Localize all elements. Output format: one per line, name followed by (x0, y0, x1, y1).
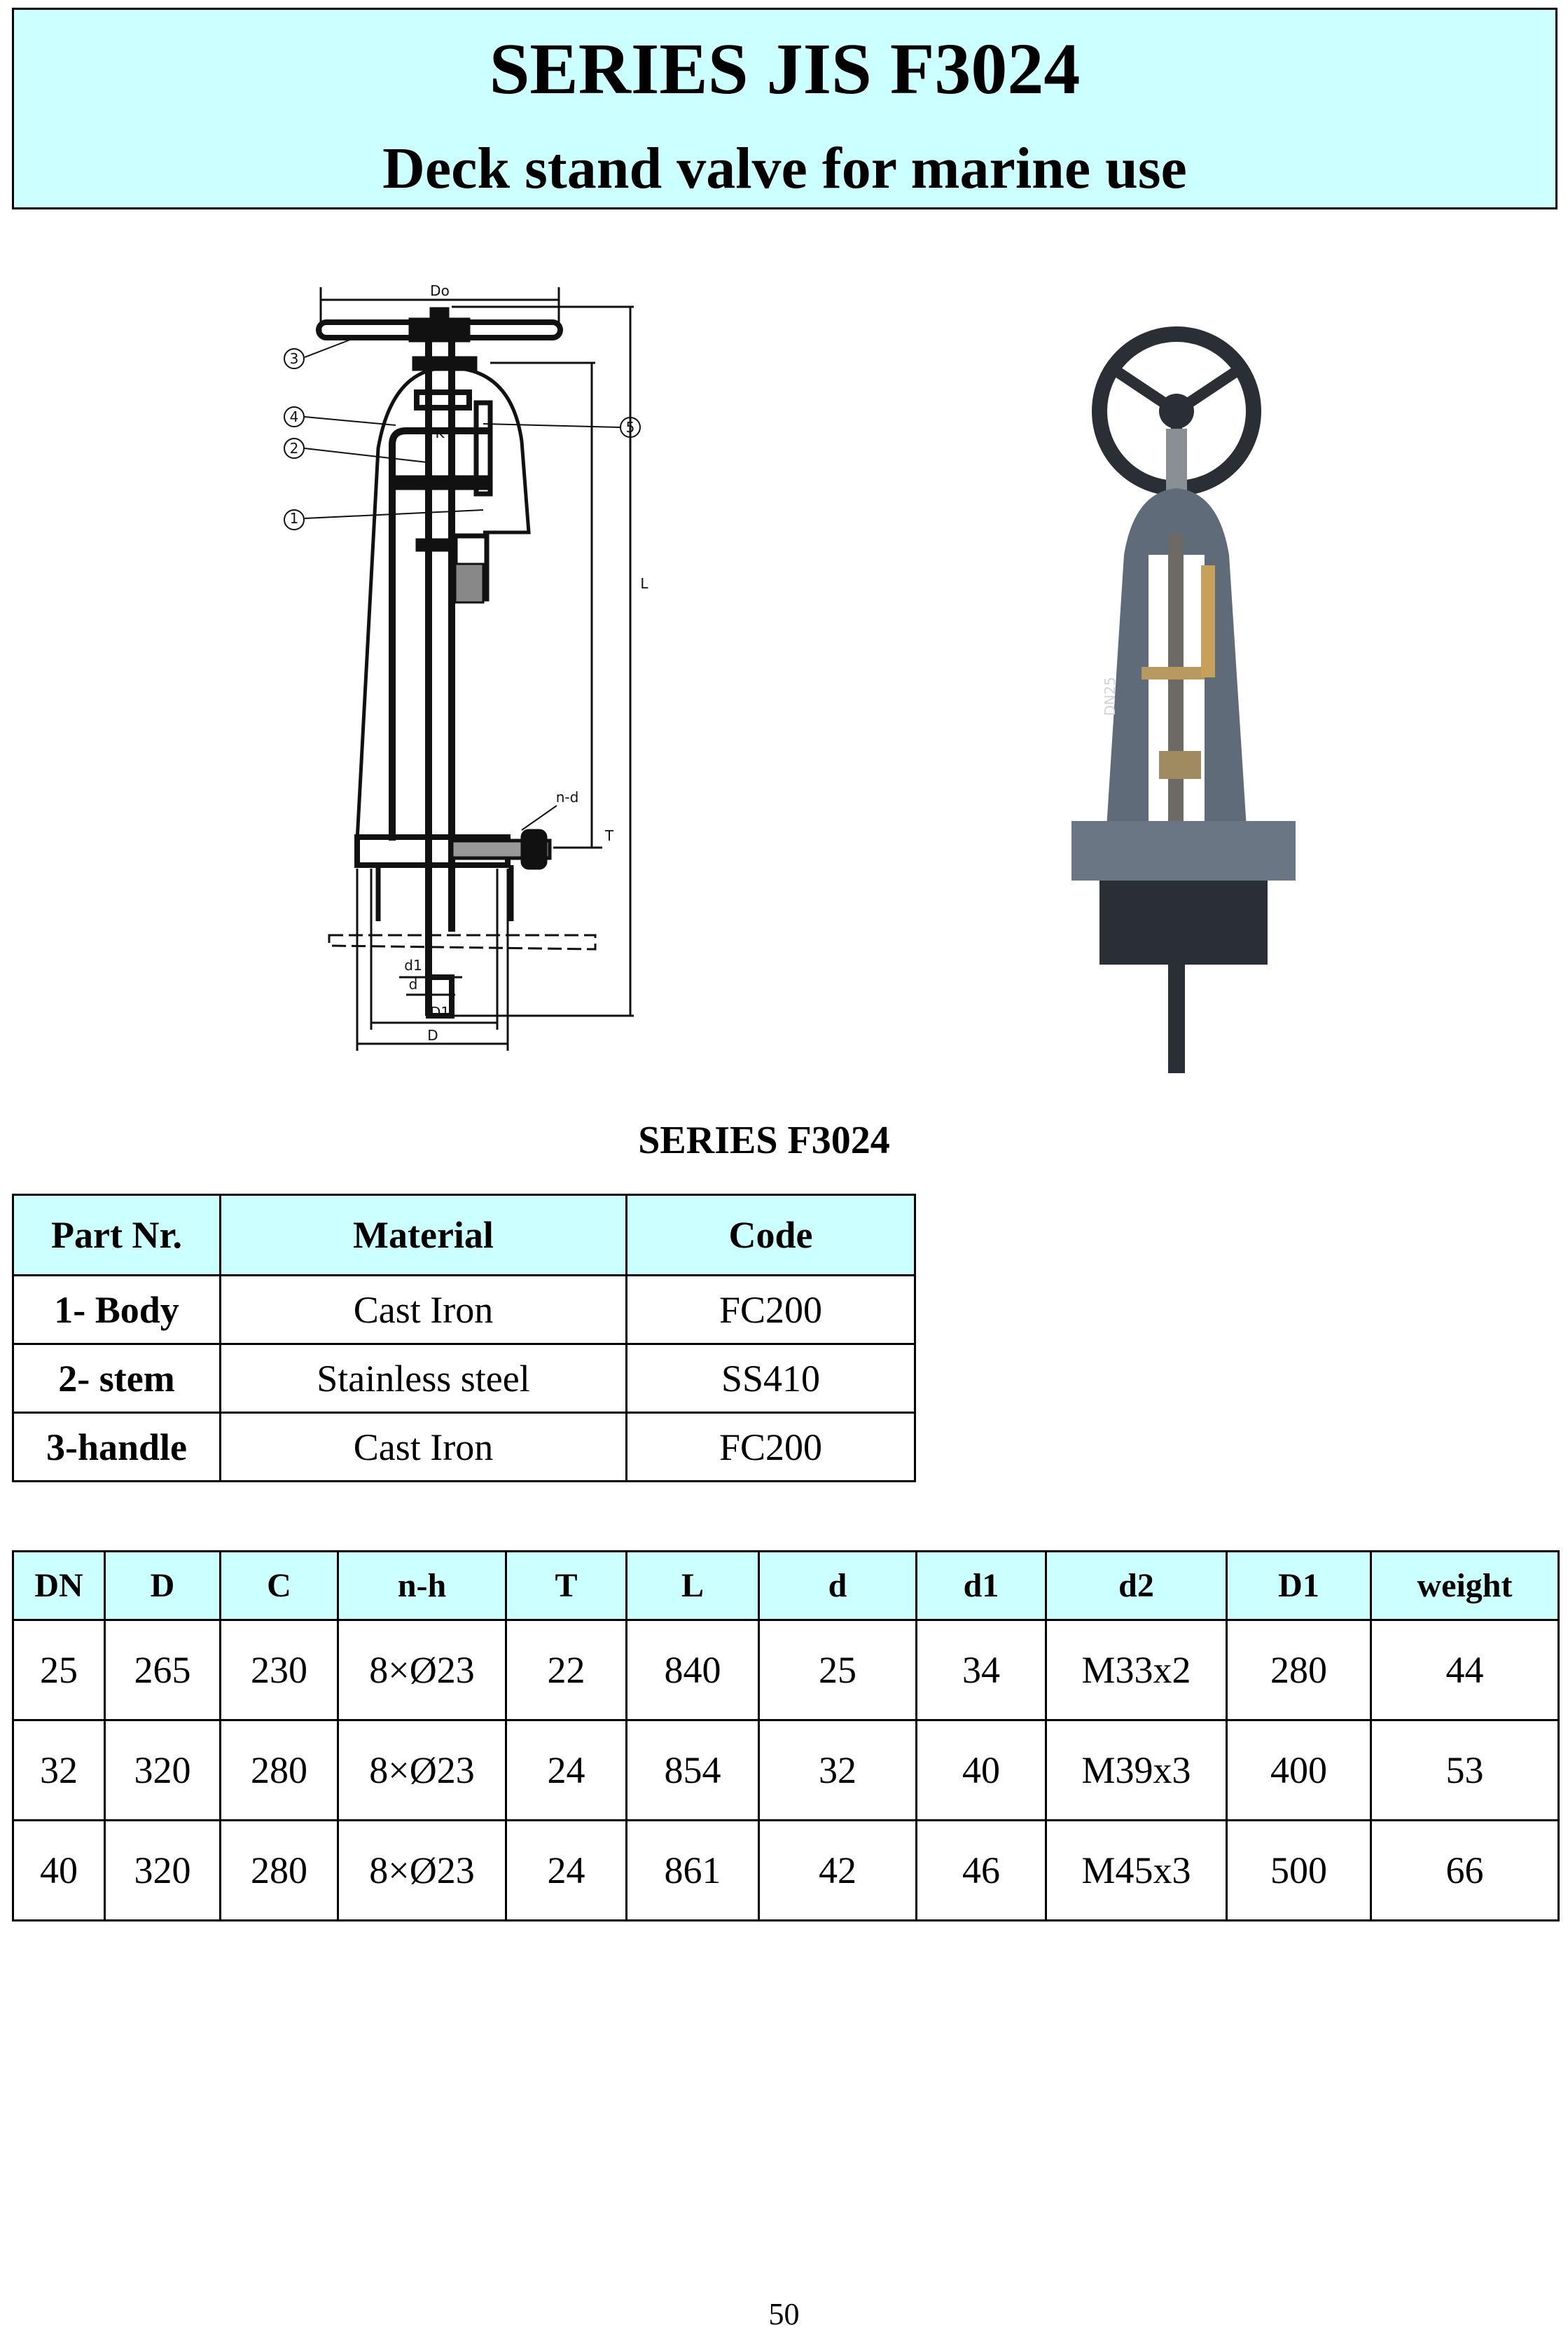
callout-4: 4 (290, 408, 299, 425)
cell: 280 (219, 1719, 339, 1821)
cell: FC200 (625, 1274, 916, 1345)
header-cell: weight (1370, 1550, 1560, 1621)
header-cell: D1 (1226, 1550, 1372, 1621)
cell: 24 (505, 1719, 627, 1821)
cell: 840 (625, 1619, 760, 1721)
callout-1: 1 (290, 510, 299, 527)
cell: 280 (219, 1819, 339, 1922)
cell: M33x2 (1045, 1619, 1228, 1721)
cell: M39x3 (1045, 1719, 1228, 1821)
dim-label-k: K (435, 425, 445, 441)
page-number: 50 (768, 2297, 800, 2331)
cell: 24 (505, 1819, 627, 1922)
cell: FC200 (625, 1412, 916, 1482)
cell: 8×Ø23 (337, 1619, 507, 1721)
header-cell: DN (12, 1550, 106, 1621)
cell: 32 (758, 1719, 917, 1821)
dim-label-l: L (640, 575, 648, 592)
cell: M45x3 (1045, 1819, 1228, 1922)
cell: SS410 (625, 1343, 916, 1414)
header-cell: Part Nr. (12, 1194, 221, 1276)
header-cell: n-h (337, 1550, 507, 1621)
cell: 400 (1226, 1719, 1372, 1821)
table-row: 1- Body Cast Iron FC200 (12, 1274, 916, 1345)
valve-technical-drawing: Do L n-d T d1 d D1 D K 1 2 3 4 5 (284, 282, 648, 1051)
cell: 25 (12, 1619, 106, 1721)
cell: 500 (1226, 1819, 1372, 1922)
valve-photo: DN25 (1071, 326, 1296, 1073)
dim-label-n-d: n-d (556, 789, 579, 806)
header-cell: d2 (1045, 1550, 1228, 1621)
header-cell: C (219, 1550, 339, 1621)
header-cell: Code (625, 1194, 916, 1276)
cell: 66 (1370, 1819, 1560, 1922)
table-row: 3-handle Cast Iron FC200 (12, 1412, 916, 1482)
cell: 3-handle (12, 1412, 221, 1482)
callout-3: 3 (290, 350, 299, 367)
cell: 40 (915, 1719, 1047, 1821)
page-subtitle: Deck stand valve for marine use (382, 136, 1187, 201)
cell: 42 (758, 1819, 917, 1922)
header-cell: d1 (915, 1550, 1047, 1621)
page-header: SERIES JIS F3024 Deck stand valve for ma… (12, 8, 1557, 209)
cell: 53 (1370, 1719, 1560, 1821)
cell: 46 (915, 1819, 1047, 1922)
dim-label-d1: d1 (404, 957, 422, 974)
table-row: 2- stem Stainless steel SS410 (12, 1343, 916, 1414)
header-cell: Material (219, 1194, 627, 1276)
dim-label-flange-d: D (427, 1027, 438, 1044)
cell: 34 (915, 1619, 1047, 1721)
cell: 230 (219, 1619, 339, 1721)
header-cell: d (758, 1550, 917, 1621)
callout-2: 2 (290, 440, 299, 457)
cell: 25 (758, 1619, 917, 1721)
cell: 44 (1370, 1619, 1560, 1721)
dim-label-d: d (409, 976, 418, 993)
cell: 1- Body (12, 1274, 221, 1345)
dim-label-d1-flange: D1 (430, 1004, 450, 1021)
callout-5: 5 (626, 419, 635, 436)
cell: Cast Iron (219, 1412, 627, 1482)
header-cell: T (505, 1550, 627, 1621)
cell: 40 (12, 1819, 106, 1922)
page-title: SERIES JIS F3024 (489, 29, 1081, 109)
cell: 265 (104, 1619, 221, 1721)
dim-label-t: T (604, 827, 614, 844)
cell: 8×Ø23 (337, 1719, 507, 1821)
cell: Cast Iron (219, 1274, 627, 1345)
cell: 22 (505, 1619, 627, 1721)
cell: 320 (104, 1819, 221, 1922)
cell: 320 (104, 1719, 221, 1821)
header-cell: L (625, 1550, 760, 1621)
cell: 280 (1226, 1619, 1372, 1721)
header-cell: D (104, 1550, 221, 1621)
parts-table: Part Nr. Material Code 1- Body Cast Iron… (12, 1194, 916, 1482)
cell: 861 (625, 1819, 760, 1922)
dim-label-do: Do (430, 282, 450, 299)
cell: 32 (12, 1719, 106, 1821)
photo-body-marking: DN25 (1102, 677, 1118, 716)
series-caption: SERIES F3024 (638, 1119, 890, 1162)
cell: 8×Ø23 (337, 1819, 507, 1922)
cell: 854 (625, 1719, 760, 1821)
cell: 2- stem (12, 1343, 221, 1414)
cell: Stainless steel (219, 1343, 627, 1414)
table-header-row: Part Nr. Material Code (12, 1194, 916, 1276)
